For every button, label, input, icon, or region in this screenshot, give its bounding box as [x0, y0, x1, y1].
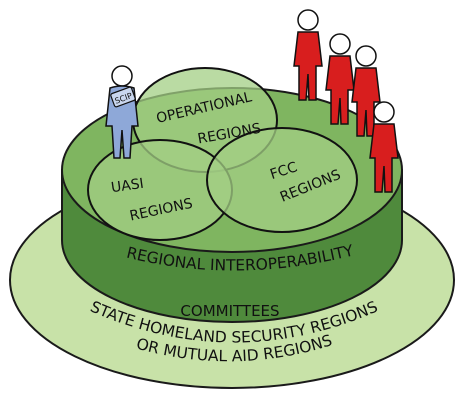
red-figure — [351, 45, 381, 137]
scip-figure: SCIP — [105, 65, 139, 159]
red-figures-group — [293, 9, 399, 193]
uasi-label-line1: UASI — [110, 176, 145, 196]
rics-label-line2: COMMITTEES — [180, 302, 279, 320]
fcc-regions-circle — [206, 127, 358, 233]
red-figure — [369, 101, 399, 193]
venn-circles — [87, 67, 358, 241]
red-figure — [325, 33, 355, 125]
red-figure — [293, 9, 323, 101]
